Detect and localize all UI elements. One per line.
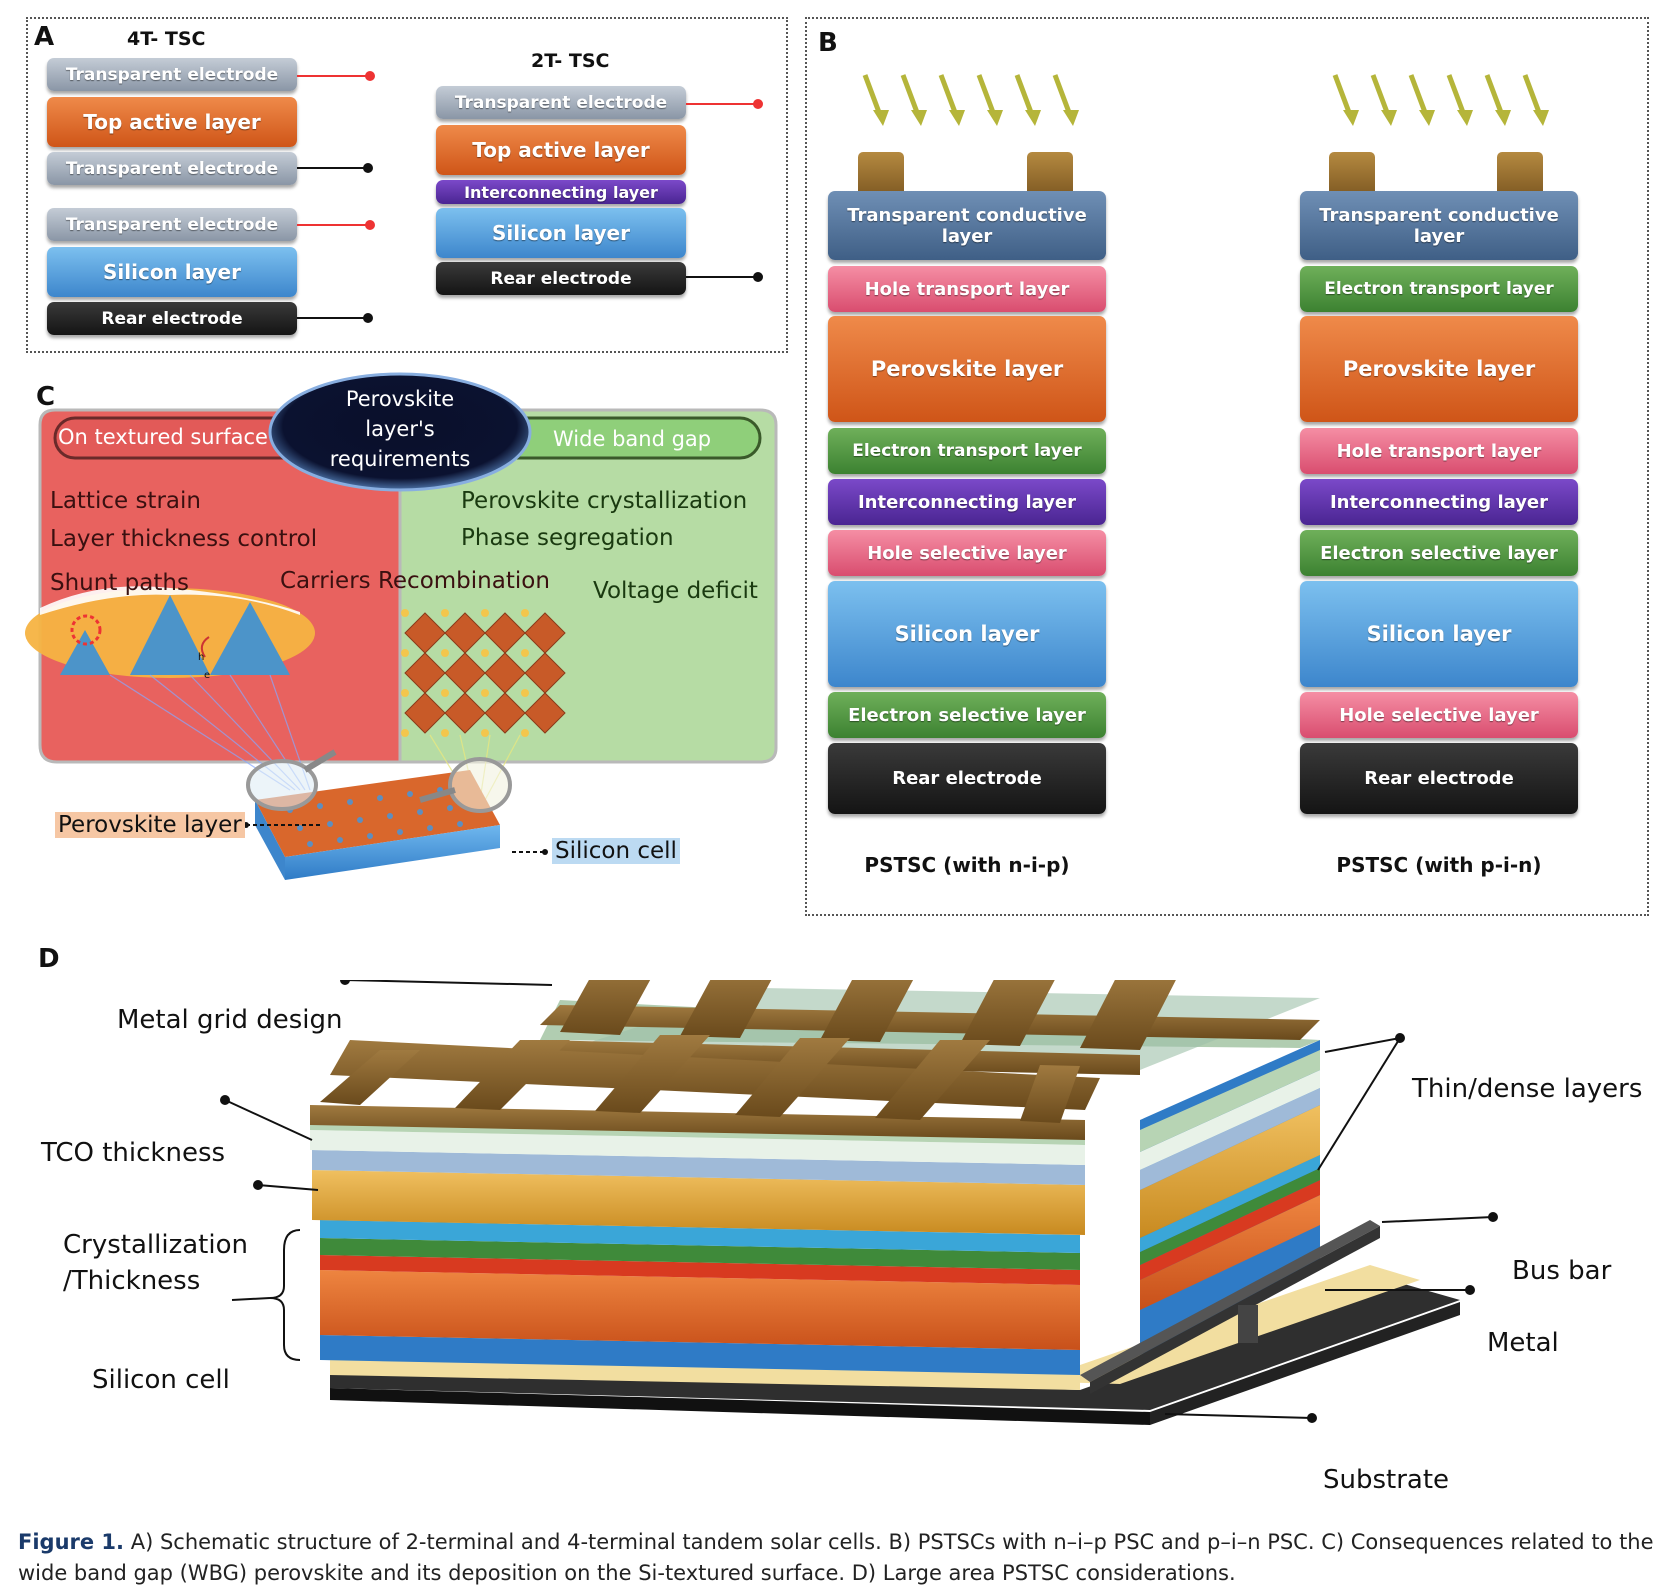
d-cryst-label-2: /Thickness [63, 1266, 201, 1296]
nip-caption: PSTSC (with n-i-p) [864, 853, 1070, 877]
pin-interconnecting-layer: Interconnecting layer [1300, 479, 1578, 525]
a2t-transparent-electrode: Transparent electrode [436, 86, 686, 119]
pin-rear-electrode: Rear electrode [1300, 743, 1578, 814]
d-silicon-cell-label: Silicon cell [92, 1365, 230, 1395]
c-center-line3: requirements [329, 447, 471, 471]
c-voltage-deficit: Voltage deficit [593, 578, 758, 604]
a4t-transparent-electrode-2: Transparent electrode [47, 152, 297, 185]
c-left-header: On textured surface [58, 425, 268, 449]
c-shunt-paths: Shunt paths [50, 570, 189, 596]
figure-caption: Figure 1. A) Schematic structure of 2-te… [18, 1527, 1658, 1589]
pin-electron-transport-layer: Electron transport layer [1300, 266, 1578, 312]
nip-electron-transport-layer: Electron transport layer [828, 428, 1106, 474]
c-right-header: Wide band gap [553, 427, 712, 451]
nip-transparent-conductive-layer: Transparent conductive layer [828, 191, 1106, 260]
d-metal-label: Metal [1487, 1328, 1559, 1358]
title-4t-tsc: 4T- TSC [127, 28, 206, 50]
c-carrier-e: e [204, 670, 211, 681]
c-center-line1: Perovskite [345, 387, 455, 411]
panel-b-letter: B [818, 28, 838, 58]
panel-a-frame [26, 17, 788, 353]
c-lattice-strain: Lattice strain [50, 488, 201, 514]
panel-d-graphic [220, 980, 1498, 1425]
panel-c-letter: C [36, 382, 56, 412]
title-2t-tsc: 2T- TSC [531, 50, 610, 72]
a4t-transparent-electrode-3: Transparent electrode [47, 208, 297, 241]
a4t-silicon-layer: Silicon layer [47, 247, 297, 297]
a4t-transparent-electrode-1: Transparent electrode [47, 58, 297, 91]
panel-a-terminals [297, 71, 763, 323]
nip-silicon-layer: Silicon layer [828, 581, 1106, 687]
nip-electron-selective-layer: Electron selective layer [828, 692, 1106, 738]
c-perovskite-crystallization: Perovskite crystallization [461, 488, 748, 514]
sunlight-arrows [862, 74, 1549, 126]
pin-caption: PSTSC (with p-i-n) [1336, 853, 1542, 877]
d-substrate-label: Substrate [1323, 1465, 1450, 1495]
panel-d-letter: D [38, 944, 60, 974]
c-carriers-recombination: Carriers Recombination [280, 568, 550, 594]
nip-perovskite-layer: Perovskite layer [828, 316, 1106, 422]
c-phase-segregation: Phase segregation [461, 525, 674, 551]
c-perovskite-layer-label: Perovskite layer [55, 812, 245, 838]
a2t-top-active-layer: Top active layer [436, 125, 686, 175]
pin-hole-transport-layer: Hole transport layer [1300, 428, 1578, 474]
a2t-interconnecting-layer: Interconnecting layer [436, 180, 686, 204]
d-tco-label: TCO thickness [41, 1138, 226, 1168]
panel-a-letter: A [34, 22, 55, 52]
d-busbar-label: Bus bar [1512, 1256, 1612, 1286]
c-layer-thickness: Layer thickness control [50, 526, 318, 552]
panel-c-graphic [25, 372, 778, 880]
pin-perovskite-layer: Perovskite layer [1300, 316, 1578, 422]
panel-b-frame [805, 17, 1649, 916]
d-metal-grid-label: Metal grid design [117, 1005, 343, 1035]
c-carrier-h: h [198, 652, 205, 663]
c-center-line2: layer's [365, 417, 435, 441]
pin-silicon-layer: Silicon layer [1300, 581, 1578, 687]
pin-transparent-conductive-layer: Transparent conductive layer [1300, 191, 1578, 260]
nip-rear-electrode: Rear electrode [828, 743, 1106, 814]
c-silicon-cell-label: Silicon cell [552, 838, 680, 864]
pin-electron-selective-layer: Electron selective layer [1300, 530, 1578, 576]
d-cryst-label-1: Crystallization [63, 1230, 248, 1260]
d-thin-dense-label: Thin/dense layers [1412, 1074, 1643, 1104]
a2t-rear-electrode: Rear electrode [436, 262, 686, 295]
a4t-rear-electrode: Rear electrode [47, 302, 297, 335]
a4t-top-active-layer: Top active layer [47, 97, 297, 147]
nip-hole-selective-layer: Hole selective layer [828, 530, 1106, 576]
figure-caption-label: Figure 1. [18, 1530, 125, 1554]
nip-interconnecting-layer: Interconnecting layer [828, 479, 1106, 525]
pin-hole-selective-layer: Hole selective layer [1300, 692, 1578, 738]
a2t-silicon-layer: Silicon layer [436, 208, 686, 258]
figure-caption-text: A) Schematic structure of 2-terminal and… [18, 1530, 1654, 1585]
nip-hole-transport-layer: Hole transport layer [828, 266, 1106, 312]
